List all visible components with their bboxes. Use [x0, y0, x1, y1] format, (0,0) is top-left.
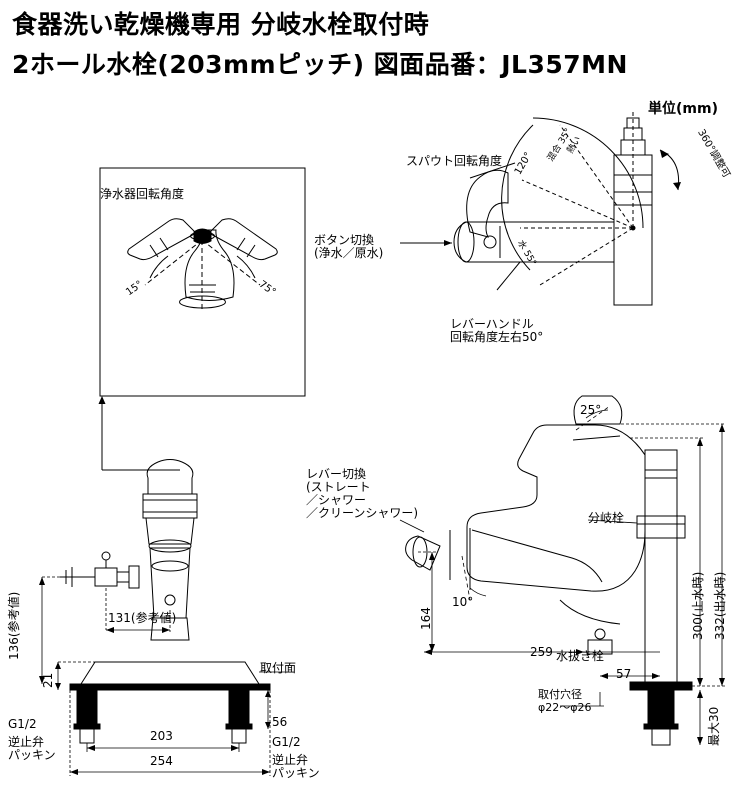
dim-57: 57 [616, 667, 632, 681]
dim-131: 131(参考値) [108, 611, 177, 625]
title-line-1: 食器洗い乾燥機専用 分岐水栓取付時 [12, 10, 430, 39]
label-angle-10: 10° [452, 595, 474, 609]
page-title: 食器洗い乾燥機専用 分岐水栓取付時 2ホール水栓(203mmピッチ) 図面品番：… [0, 0, 750, 86]
dim-56: 56 [272, 715, 288, 729]
dim-259: 259 [530, 645, 553, 659]
label-check-valve-left: 逆止弁 パッキン [8, 735, 56, 762]
label-lever-switch: レバー切換 (ストレート ／シャワー ／クリーンシャワー) [306, 467, 419, 520]
unit-note: 単位(mm) [648, 101, 718, 117]
label-g12-left: G1/2 [8, 717, 37, 731]
label-check-valve-right: 逆止弁 パッキン [272, 753, 320, 780]
dim-332: 332(出水時) [713, 571, 727, 640]
dim-254: 254 [150, 754, 173, 768]
dim-136: 136(参考値) [7, 591, 21, 660]
dim-300: 300(止水時) [691, 571, 705, 640]
label-lever-handle: レバーハンドル 回転角度左右50° [450, 317, 544, 344]
label-drain-cock: 水抜き栓 [556, 649, 605, 663]
dim-max30: 最大30 [707, 706, 721, 746]
label-g12-right: G1/2 [272, 735, 301, 749]
label-hole-dia: 取付穴径 φ22～φ26 [538, 688, 592, 714]
label-button-switch: ボタン切換 (浄水／原水) [314, 233, 384, 260]
dim-21: 21 [41, 672, 55, 688]
label-mount-surface: 取付面 [260, 661, 297, 675]
label-angle-25: 25° [580, 403, 602, 417]
dim-164: 164 [419, 607, 433, 630]
title-line-2: 2ホール水栓(203mmピッチ) 図面品番：JL357MN [12, 50, 628, 79]
dim-203: 203 [150, 729, 173, 743]
label-purifier-rotation: 浄水器回転角度 [100, 187, 185, 201]
label-branch-faucet: 分岐栓 [588, 511, 625, 525]
label-spout-rotation: スパウト回転角度 [406, 154, 503, 168]
